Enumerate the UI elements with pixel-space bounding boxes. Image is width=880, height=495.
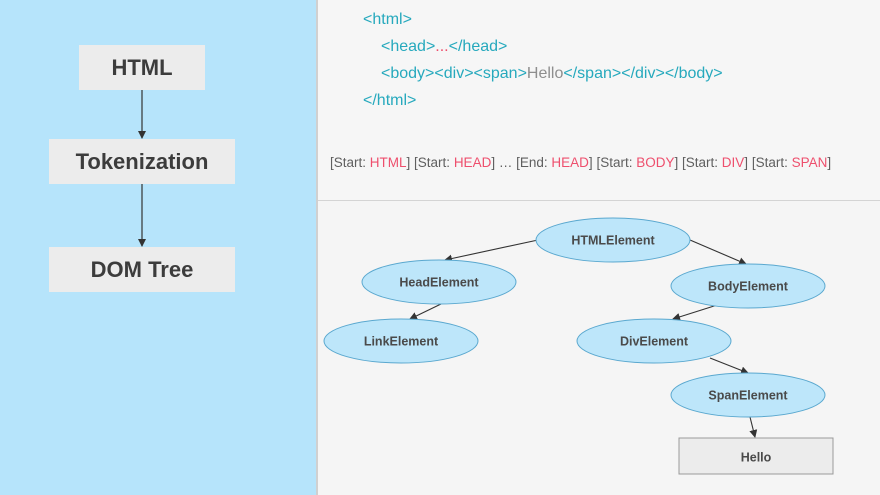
code-line-4: </html> (363, 91, 416, 111)
token-value: HEAD (551, 155, 589, 170)
token-stream: [Start: HTML] [Start: HEAD] … [End: HEAD… (330, 155, 831, 170)
token-stream-panel: [Start: HTML] [Start: HEAD] … [End: HEAD… (318, 131, 880, 201)
code-line-1: <html> (363, 10, 412, 30)
tree-edge (689, 239, 747, 265)
token: [Start: HTML] (330, 155, 411, 170)
span-open-tag: <span> (473, 65, 527, 82)
html-open-tag: <html> (363, 11, 412, 28)
html-close-tag: </html> (363, 92, 417, 109)
head-open-tag: <head> (381, 38, 436, 55)
body-open-tag: <body> (381, 65, 435, 82)
code-line-3: <body><div><span>Hello</span></div></bod… (381, 64, 723, 84)
tree-node-label: HeadElement (399, 276, 479, 290)
tree-node-span: SpanElement (670, 372, 826, 418)
token: [Start: DIV] (682, 155, 749, 170)
head-close-tag: </head> (448, 38, 508, 55)
tree-edge (709, 357, 749, 375)
tree-node-shape (361, 259, 517, 305)
token: [Start: HEAD] (414, 155, 496, 170)
code-line-2: <head>...</head> (381, 37, 507, 57)
tree-node-label: SpanElement (708, 389, 788, 403)
tree-node-body: BodyElement (670, 263, 826, 309)
token: [End: HEAD] (516, 155, 593, 170)
tree-node-label: Hello (741, 451, 772, 465)
tree-node-head: HeadElement (361, 259, 517, 305)
pipeline-panel: HTML Tokenization DOM Tree (0, 0, 316, 495)
token-separator: … (498, 155, 513, 170)
tree-node-label: LinkElement (364, 335, 439, 349)
pipeline-step-dom-tree: DOM Tree (49, 247, 235, 292)
panel-divider (316, 0, 318, 495)
div-close-tag: </div> (621, 65, 665, 82)
tree-edge (444, 239, 539, 263)
pipeline-step-label: HTML (111, 54, 173, 80)
tree-edge (409, 303, 442, 320)
token-value: DIV (721, 155, 745, 170)
tree-node-shape (670, 263, 826, 309)
pipeline-step-label: Tokenization (75, 148, 209, 174)
tree-node-shape (576, 318, 732, 364)
pipeline-step-label: DOM Tree (90, 256, 194, 282)
tree-node-text: Hello (678, 437, 834, 475)
body-close-tag: </body> (664, 65, 723, 82)
tree-node-shape (323, 318, 479, 364)
tree-edge (749, 416, 758, 438)
tree-node-html: HTMLElement (535, 217, 691, 263)
tree-node-shape (670, 372, 826, 418)
html-source-panel: <html> <head>...</head> <body><div><span… (318, 0, 880, 132)
token: [Start: BODY] (596, 155, 679, 170)
token-value: BODY (636, 155, 675, 170)
tree-node-label: BodyElement (708, 280, 789, 294)
span-close-tag: </span> (563, 65, 622, 82)
token-value: SPAN (791, 155, 828, 170)
token-value: HEAD (453, 155, 492, 170)
pipeline-step-html: HTML (79, 45, 205, 90)
tree-node-div: DivElement (576, 318, 732, 364)
tree-node-shape (535, 217, 691, 263)
tree-node-shape (678, 437, 834, 475)
token-value: HTML (369, 155, 407, 170)
pipeline-step-tokenization: Tokenization (49, 139, 235, 184)
pipeline-arrows (138, 90, 146, 247)
tree-node-label: HTMLElement (571, 234, 655, 248)
head-ellipsis: ... (435, 38, 449, 55)
token: [Start: SPAN] (751, 155, 832, 170)
text-content: Hello (526, 65, 564, 82)
tree-node-link: LinkElement (323, 318, 479, 364)
detail-panel: <html> <head>...</head> <body><div><span… (318, 0, 880, 495)
div-open-tag: <div> (434, 65, 474, 82)
tree-node-label: DivElement (620, 335, 689, 349)
